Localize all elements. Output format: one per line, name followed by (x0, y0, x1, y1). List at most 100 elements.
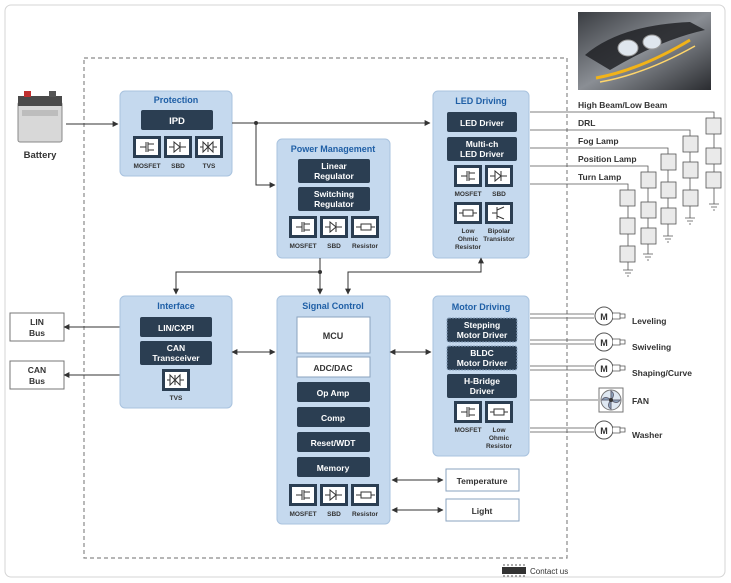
can-transceiver-label-1: CAN (167, 343, 185, 353)
lin-bus-box (9, 312, 65, 342)
lamp-position: Position Lamp (578, 154, 637, 164)
battery-icon (17, 91, 63, 143)
power-component-mosfet: MOSFET (289, 243, 316, 250)
h-bridge-driver-block (447, 374, 517, 398)
protection-component-tvs: TVS (203, 163, 216, 170)
protection-panel: Protection IPD MOSFET SBD TVS (119, 90, 233, 177)
motor-outputs: M Leveling M Swiveling M Shaping/Curve F… (530, 306, 692, 440)
bldc-motor-driver-block (446, 345, 518, 371)
motor-icon-leveling: M (530, 306, 626, 326)
led-string-fog (660, 153, 677, 243)
chip-icon[interactable] (502, 567, 526, 574)
led-driving-panel: LED Driving LED Driver Multi-ch LED Driv… (432, 90, 530, 259)
light-label: Light (472, 506, 493, 516)
lin-bus-label-2: Bus (29, 328, 45, 338)
adc-dac-block (296, 356, 371, 378)
can-transceiver-label-2: Transceiver (152, 353, 200, 363)
motor-icon-swiveling: M (530, 332, 626, 352)
linear-regulator-block (298, 159, 370, 183)
adc-dac-label: ADC/DAC (313, 363, 352, 373)
hbridge-label-1: H-Bridge (464, 376, 500, 386)
motor-symbol-2: M (600, 338, 608, 348)
interface-panel: Interface LIN/CXPI CAN Transceiver TVS (119, 295, 233, 409)
headlamp-photo (578, 12, 711, 90)
motor-output-swiveling: Swiveling (632, 342, 671, 352)
protection-component-icons (133, 136, 223, 158)
comp-label: Comp (321, 413, 345, 423)
multi-ch-led-driver-block (447, 137, 517, 161)
motor-output-shaping: Shaping/Curve (632, 368, 692, 378)
led-string-drl (682, 135, 699, 225)
mcu-block (296, 316, 371, 354)
switching-regulator-label-2: Regulator (314, 199, 354, 209)
stepping-motor-driver-block (446, 317, 518, 343)
led-string-turn (619, 189, 636, 277)
interface-title: Interface (157, 301, 195, 311)
linear-regulator-label-2: Regulator (314, 171, 354, 181)
stepping-label-2: Motor Driver (457, 330, 508, 340)
power-management-panel: Power Management Linear Regulator Switch… (276, 138, 391, 259)
lin-bus-label-1: LIN (30, 317, 44, 327)
multi-ch-label-2: LED Driver (460, 149, 505, 159)
hbridge-label-2: Driver (470, 386, 495, 396)
motor-driving-panel: Motor Driving Stepping Motor Driver BLDC… (432, 295, 530, 457)
motor-output-leveling: Leveling (632, 316, 666, 326)
linear-regulator-label-1: Linear (321, 161, 347, 171)
power-component-resistor: Resistor (352, 243, 378, 250)
bus-to-interface-arrow (173, 271, 320, 295)
protection-component-mosfet: MOSFET (133, 163, 160, 170)
op-amp-label: Op Amp (317, 388, 350, 398)
temperature-box (445, 468, 520, 492)
motor-low-ohmic-3: Resistor (486, 443, 512, 450)
fan-icon (530, 387, 624, 413)
motor-low-ohmic-2: Ohmic (489, 435, 510, 442)
can-bus-box (9, 360, 65, 390)
memory-block (297, 457, 370, 477)
led-component-sbd: SBD (492, 191, 506, 198)
lamp-fog: Fog Lamp (578, 136, 619, 146)
multi-ch-label-1: Multi-ch (466, 139, 499, 149)
reset-wdt-label: Reset/WDT (311, 438, 357, 448)
protection-component-sbd: SBD (171, 163, 185, 170)
led-component-mosfet: MOSFET (454, 191, 481, 198)
light-box (445, 498, 520, 522)
led-string-position (640, 171, 657, 261)
power-management-title: Power Management (291, 144, 376, 154)
motor-component-mosfet: MOSFET (454, 427, 481, 434)
motor-symbol-4: M (600, 426, 608, 436)
memory-label: Memory (317, 463, 350, 473)
led-low-ohmic-3: Resistor (455, 244, 481, 251)
switching-regulator-label-1: Switching (314, 189, 354, 199)
can-transceiver-block (140, 341, 212, 365)
protection-title: Protection (154, 95, 199, 105)
contact-us-label[interactable]: Contact us (530, 567, 568, 576)
led-driver-label: LED Driver (460, 118, 505, 128)
led-low-ohmic-1: Low (462, 228, 476, 235)
mcu-label: MCU (323, 331, 344, 341)
led-string-high-beam (705, 117, 722, 211)
led-low-ohmic-2: Ohmic (458, 236, 479, 243)
bldc-label-2: Motor Driver (457, 358, 508, 368)
battery-label: Battery (24, 150, 57, 161)
bldc-label-1: BLDC (470, 348, 494, 358)
can-bus-label-1: CAN (28, 365, 46, 375)
motor-symbol-3: M (600, 364, 608, 374)
contact-us-link[interactable]: Contact us (502, 564, 568, 577)
signal-control-panel: Signal Control MCU ADC/DAC Op Amp Comp R… (276, 295, 391, 525)
can-bus-label-2: Bus (29, 376, 45, 386)
op-amp-block (297, 382, 370, 402)
signal-component-sbd: SBD (327, 511, 341, 518)
signal-component-resistor: Resistor (352, 511, 378, 518)
system-boundary (83, 57, 568, 559)
lin-cxpi-label: LIN/CXPI (158, 323, 194, 333)
led-to-signal-arrow (345, 257, 484, 295)
led-driving-title: LED Driving (455, 96, 507, 106)
lamp-high-low-beam: High Beam/Low Beam (578, 100, 668, 110)
motor-icon-washer: M (530, 420, 626, 440)
switching-regulator-block (298, 187, 370, 211)
lin-cxpi-block (140, 317, 212, 337)
ipd-label: IPD (169, 116, 185, 127)
ipd-block (141, 110, 213, 130)
motor-icon-shaping: M (530, 358, 626, 378)
